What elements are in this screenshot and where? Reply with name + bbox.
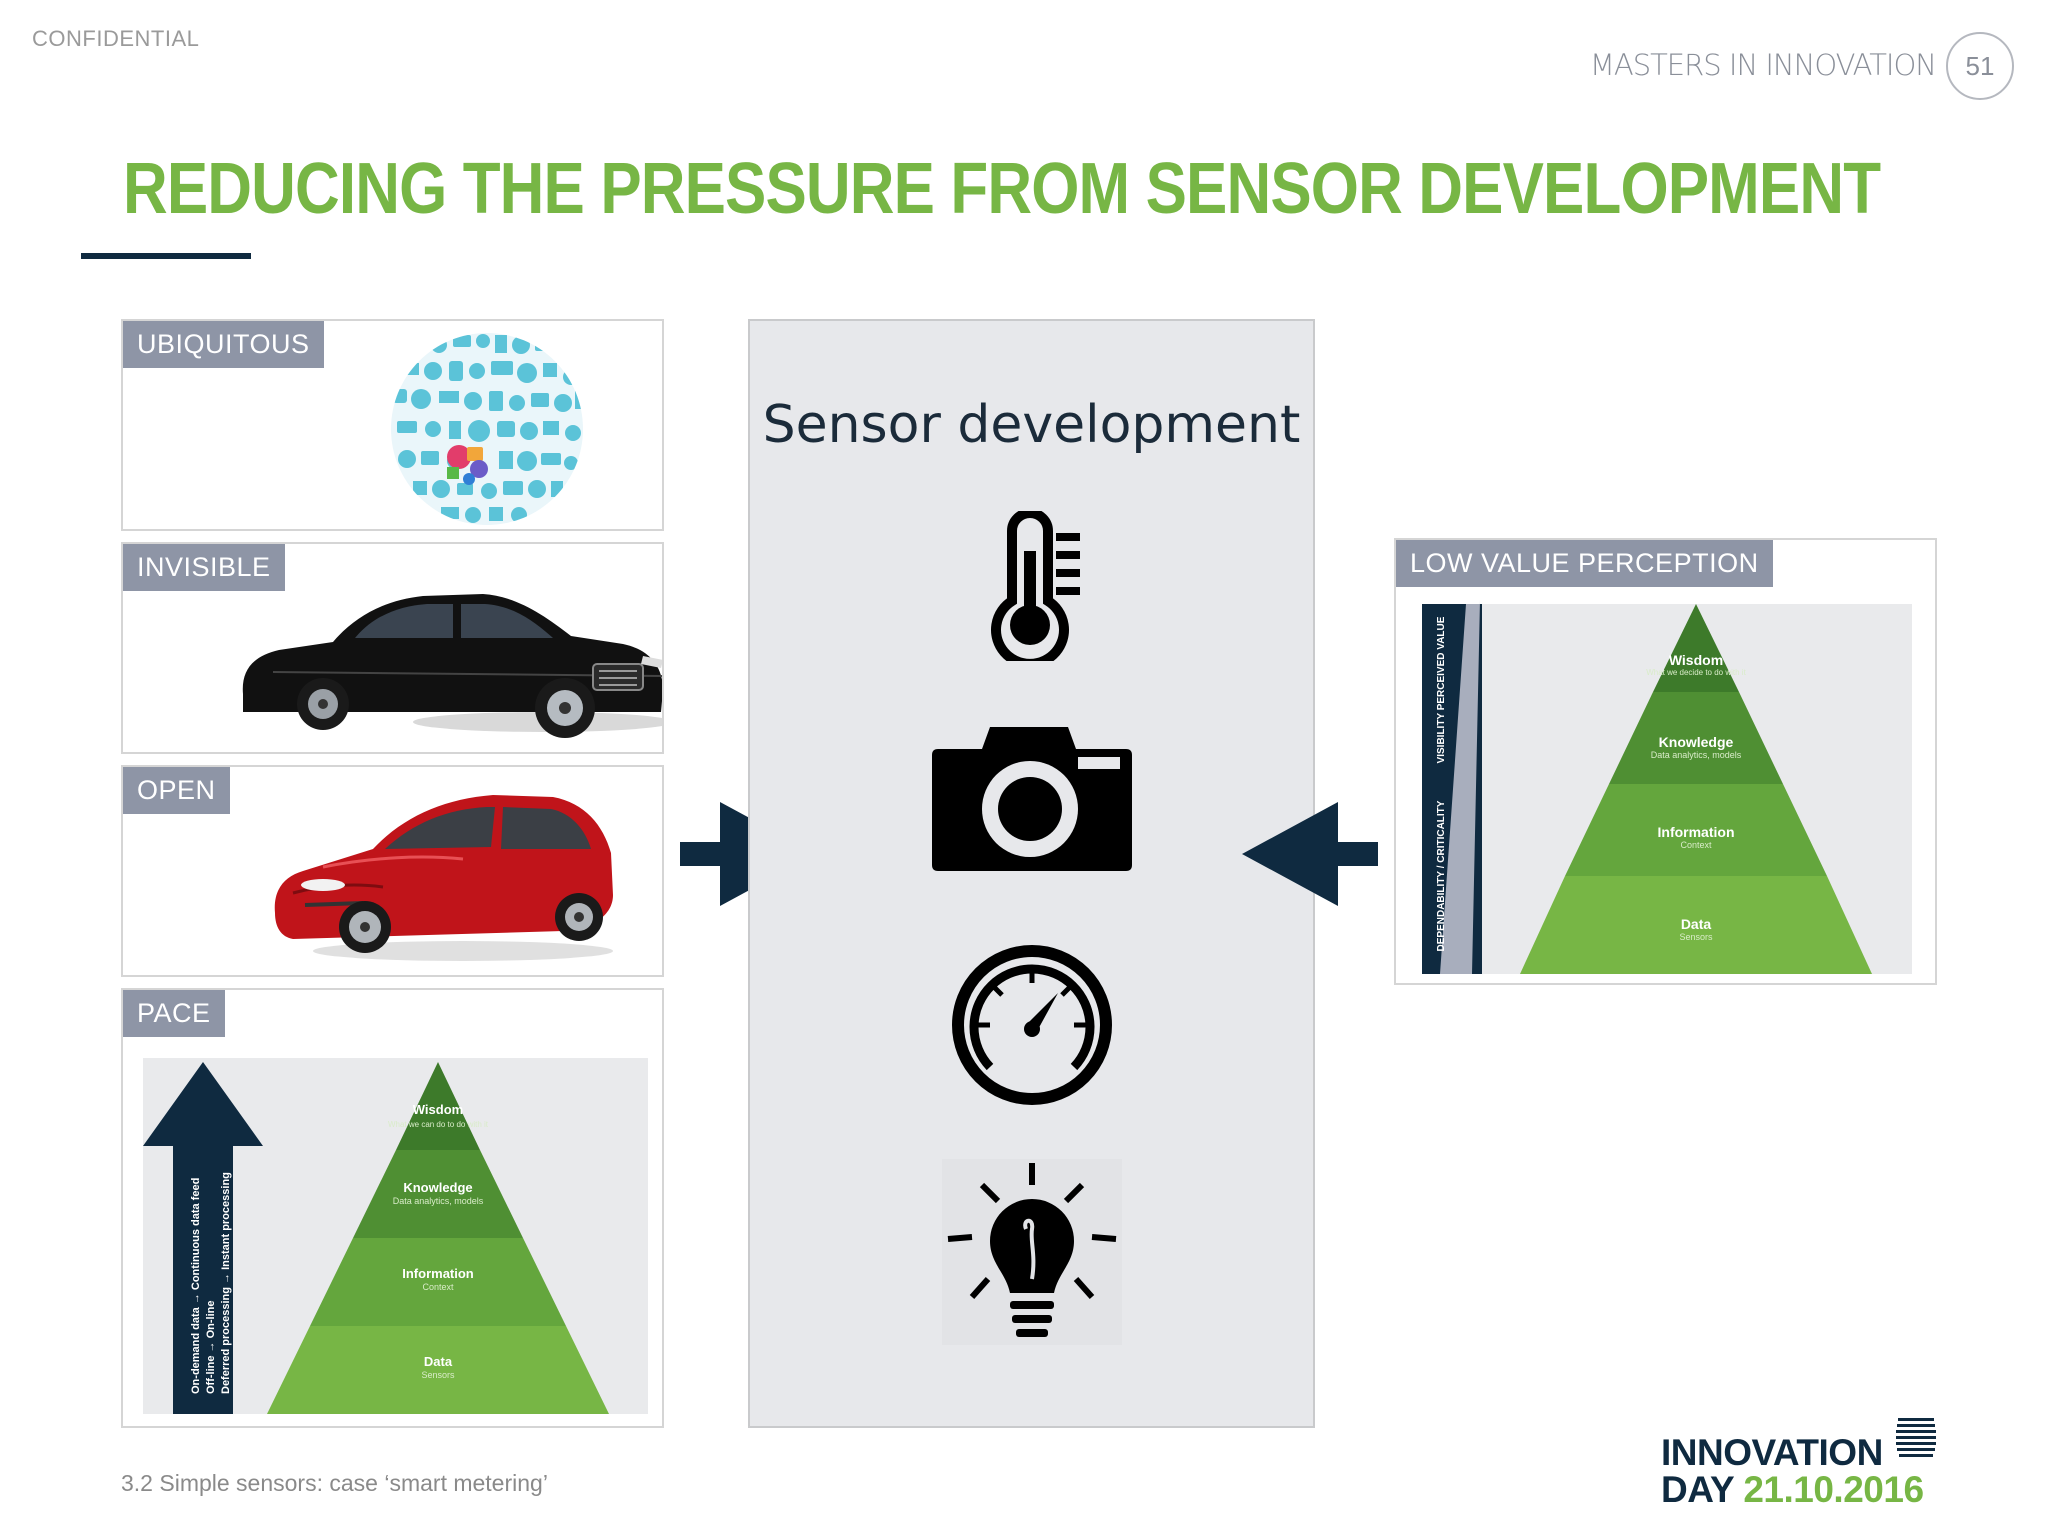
low-level-knowledge: Knowledge bbox=[1658, 734, 1734, 750]
pace-level-data: Data bbox=[423, 1354, 453, 1369]
sensor-development-panel: Sensor development bbox=[748, 319, 1315, 1428]
globe-illustration bbox=[123, 321, 662, 529]
brand-date: 21.10.2016 bbox=[1743, 1469, 1924, 1510]
card-invisible: INVISIBLE bbox=[121, 542, 664, 754]
low-value-dikw-diagram bbox=[1422, 600, 1912, 974]
thermometer-icon bbox=[750, 511, 1313, 661]
pace-level-knowledge-sub: Data analytics, models bbox=[392, 1196, 484, 1206]
card-label-pace: PACE bbox=[123, 990, 225, 1037]
card-pace: Wisdom What we can do to do with it Know… bbox=[121, 988, 664, 1428]
card-ubiquitous: UBIQUITOUS bbox=[121, 319, 664, 531]
low-axis-visibility: VISIBILITY PERCEIVED VALUE bbox=[1436, 616, 1447, 764]
pace-arrow-text-3: Deferred processing → Instant processing bbox=[220, 1172, 232, 1394]
arrow-left-icon bbox=[1242, 802, 1378, 906]
low-level-wisdom: Wisdom bbox=[1668, 652, 1724, 668]
pace-level-information-sub: Context bbox=[422, 1282, 454, 1292]
low-level-data-sub: Sensors bbox=[1679, 932, 1713, 942]
card-label-invisible: INVISIBLE bbox=[123, 544, 285, 591]
innovation-day-logo: INNOVATION DAY 21.10.2016 bbox=[1661, 1434, 1924, 1508]
card-low-value-perception: Wisdom What we decide to do with it Know… bbox=[1394, 538, 1937, 985]
card-label-ubiquitous: UBIQUITOUS bbox=[123, 321, 324, 368]
globe-logo-icon bbox=[1896, 1416, 1936, 1460]
card-label-open: OPEN bbox=[123, 767, 230, 814]
brand-line1: INNOVATION bbox=[1661, 1432, 1883, 1473]
pace-arrow-text-2: Off-line → On-line bbox=[205, 1300, 217, 1395]
series-name: MASTERS IN INNOVATION bbox=[1589, 48, 1937, 82]
lightbulb-icon bbox=[750, 1159, 1313, 1345]
card-open: OPEN bbox=[121, 765, 664, 977]
title-underline bbox=[81, 253, 251, 259]
low-level-information: Information bbox=[1657, 824, 1735, 840]
slide-title: REDUCING THE PRESSURE FROM SENSOR DEVELO… bbox=[123, 149, 1881, 229]
center-panel-title: Sensor development bbox=[762, 395, 1301, 455]
confidential-label: CONFIDENTIAL bbox=[32, 26, 200, 51]
low-level-data: Data bbox=[1680, 916, 1712, 932]
camera-icon bbox=[750, 723, 1313, 873]
card-label-low-value-perception: LOW VALUE PERCEPTION bbox=[1396, 540, 1773, 587]
pace-level-information: Information bbox=[402, 1266, 474, 1281]
pace-level-knowledge: Knowledge bbox=[403, 1180, 473, 1195]
pace-arrow-text: On-demand data → Continuous data feed Of… bbox=[189, 1114, 237, 1394]
pace-level-data-sub: Sensors bbox=[421, 1370, 455, 1380]
pace-level-wisdom-sub: What we can do to do with it bbox=[387, 1120, 489, 1129]
brand-day-word: DAY bbox=[1661, 1469, 1734, 1510]
footer-section-note: 3.2 Simple sensors: case ‘smart metering… bbox=[121, 1470, 548, 1496]
pace-level-wisdom: Wisdom bbox=[412, 1102, 464, 1117]
low-level-knowledge-sub: Data analytics, models bbox=[1650, 750, 1742, 760]
pace-dikw-diagram bbox=[123, 990, 662, 1426]
red-sedan-image bbox=[123, 767, 662, 975]
brand-line2: DAY 21.10.2016 bbox=[1661, 1471, 1924, 1508]
low-level-information-sub: Context bbox=[1680, 840, 1712, 850]
black-sedan-image bbox=[123, 544, 662, 752]
page-number-badge: 51 bbox=[1946, 32, 2014, 100]
gauge-icon bbox=[750, 943, 1313, 1107]
pace-arrow-text-1: On-demand data → Continuous data feed bbox=[190, 1177, 202, 1394]
low-level-wisdom-sub: What we decide to do with it bbox=[1646, 668, 1746, 677]
pace-pyramid-labels: Wisdom What we can do to do with it Know… bbox=[123, 990, 662, 1426]
low-axis-dependability: DEPENDABILITY / CRITICALITY bbox=[1436, 800, 1447, 952]
